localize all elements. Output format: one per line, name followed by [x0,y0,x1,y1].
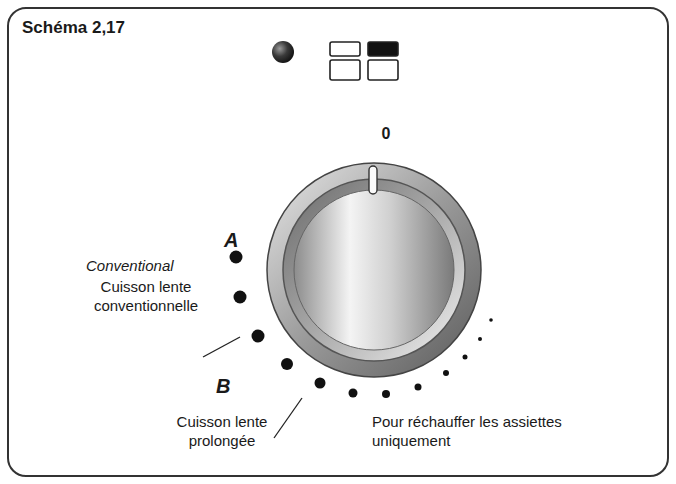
setting-dots [230,251,493,399]
setting-name: Conventional [86,256,174,275]
control-knob [267,163,481,377]
setting-label: Pour réchauffer les assiettes uniquement [372,412,572,450]
indicator-lamp [272,41,294,63]
position-letter: A [224,231,238,250]
oven-icons [330,42,398,80]
setting-label: Cuisson lente conventionnelle [66,277,226,315]
setting-label: Cuisson lente prolongée [152,412,292,450]
position-letter: B [216,377,230,396]
diagram-title: Schéma 2,17 [22,18,125,37]
panel-border [8,8,668,476]
dial-zero-mark: 0 [366,124,406,143]
